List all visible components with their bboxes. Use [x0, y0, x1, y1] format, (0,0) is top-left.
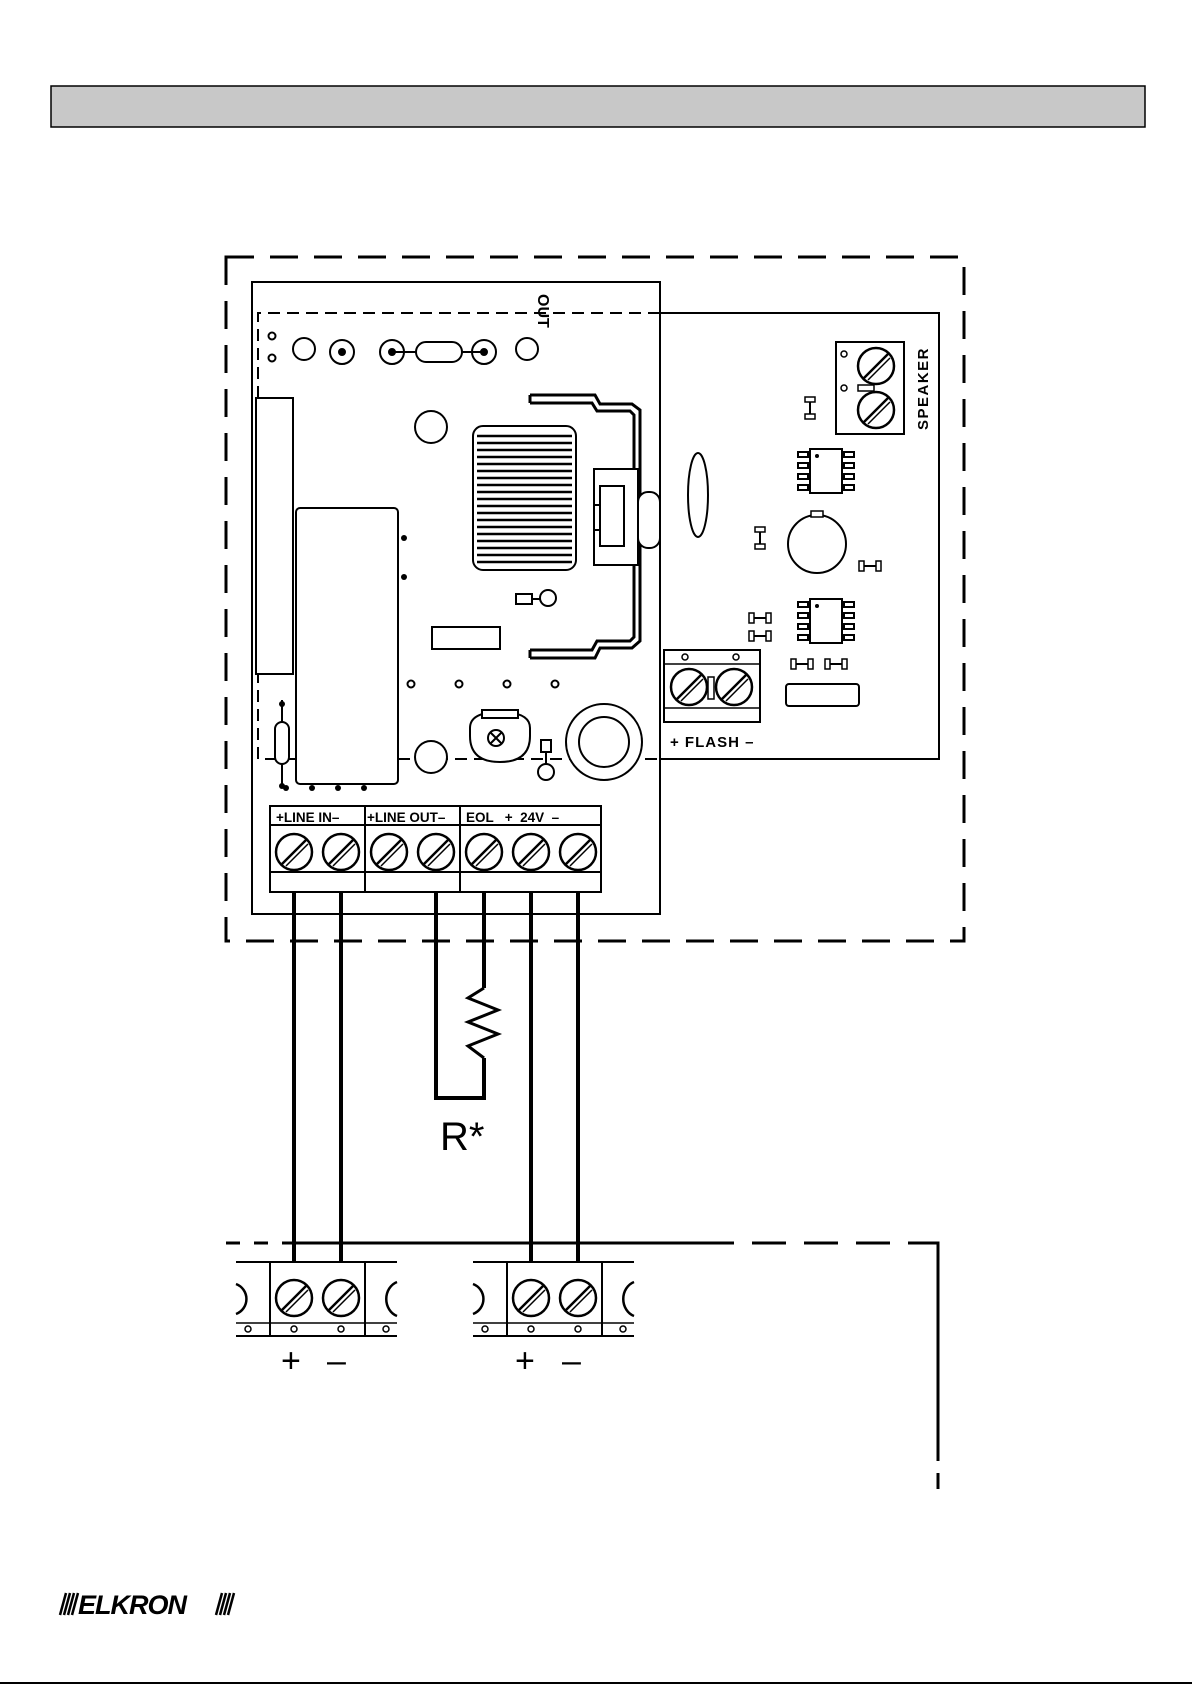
- resistor-label: R*: [440, 1115, 484, 1159]
- speaker-label: SPEAKER: [915, 347, 932, 430]
- base-2-minus: –: [562, 1342, 581, 1380]
- left-connector: [256, 398, 293, 674]
- base-1-plus: +: [281, 1342, 301, 1380]
- terminal-label-eol-24v: EOL + 24V –: [466, 810, 560, 825]
- transformer: [473, 426, 576, 570]
- capacitor-top: [415, 411, 447, 443]
- logo-text: ELKRON: [78, 1590, 188, 1620]
- base-2-plus: +: [515, 1342, 535, 1380]
- flash-terminal: [664, 650, 760, 722]
- terminal-label-line-out: +LINE OUT–: [367, 810, 446, 825]
- out-label: OUT: [534, 294, 551, 328]
- elkron-logo: ELKRON: [60, 1590, 234, 1620]
- base-1-minus: –: [327, 1342, 346, 1380]
- terminal-label-line-in: +LINE IN–: [276, 810, 340, 825]
- base-terminal-2: [473, 1262, 634, 1336]
- capacitor-bottom: [415, 741, 447, 773]
- wires: [294, 892, 578, 1262]
- base-terminal-1: [236, 1262, 397, 1336]
- tall-module: [296, 508, 398, 784]
- flash-label: + FLASH –: [670, 734, 754, 751]
- header-bar: [51, 86, 1145, 127]
- eol-resistor: [468, 988, 498, 1058]
- speaker-terminal: [836, 342, 904, 434]
